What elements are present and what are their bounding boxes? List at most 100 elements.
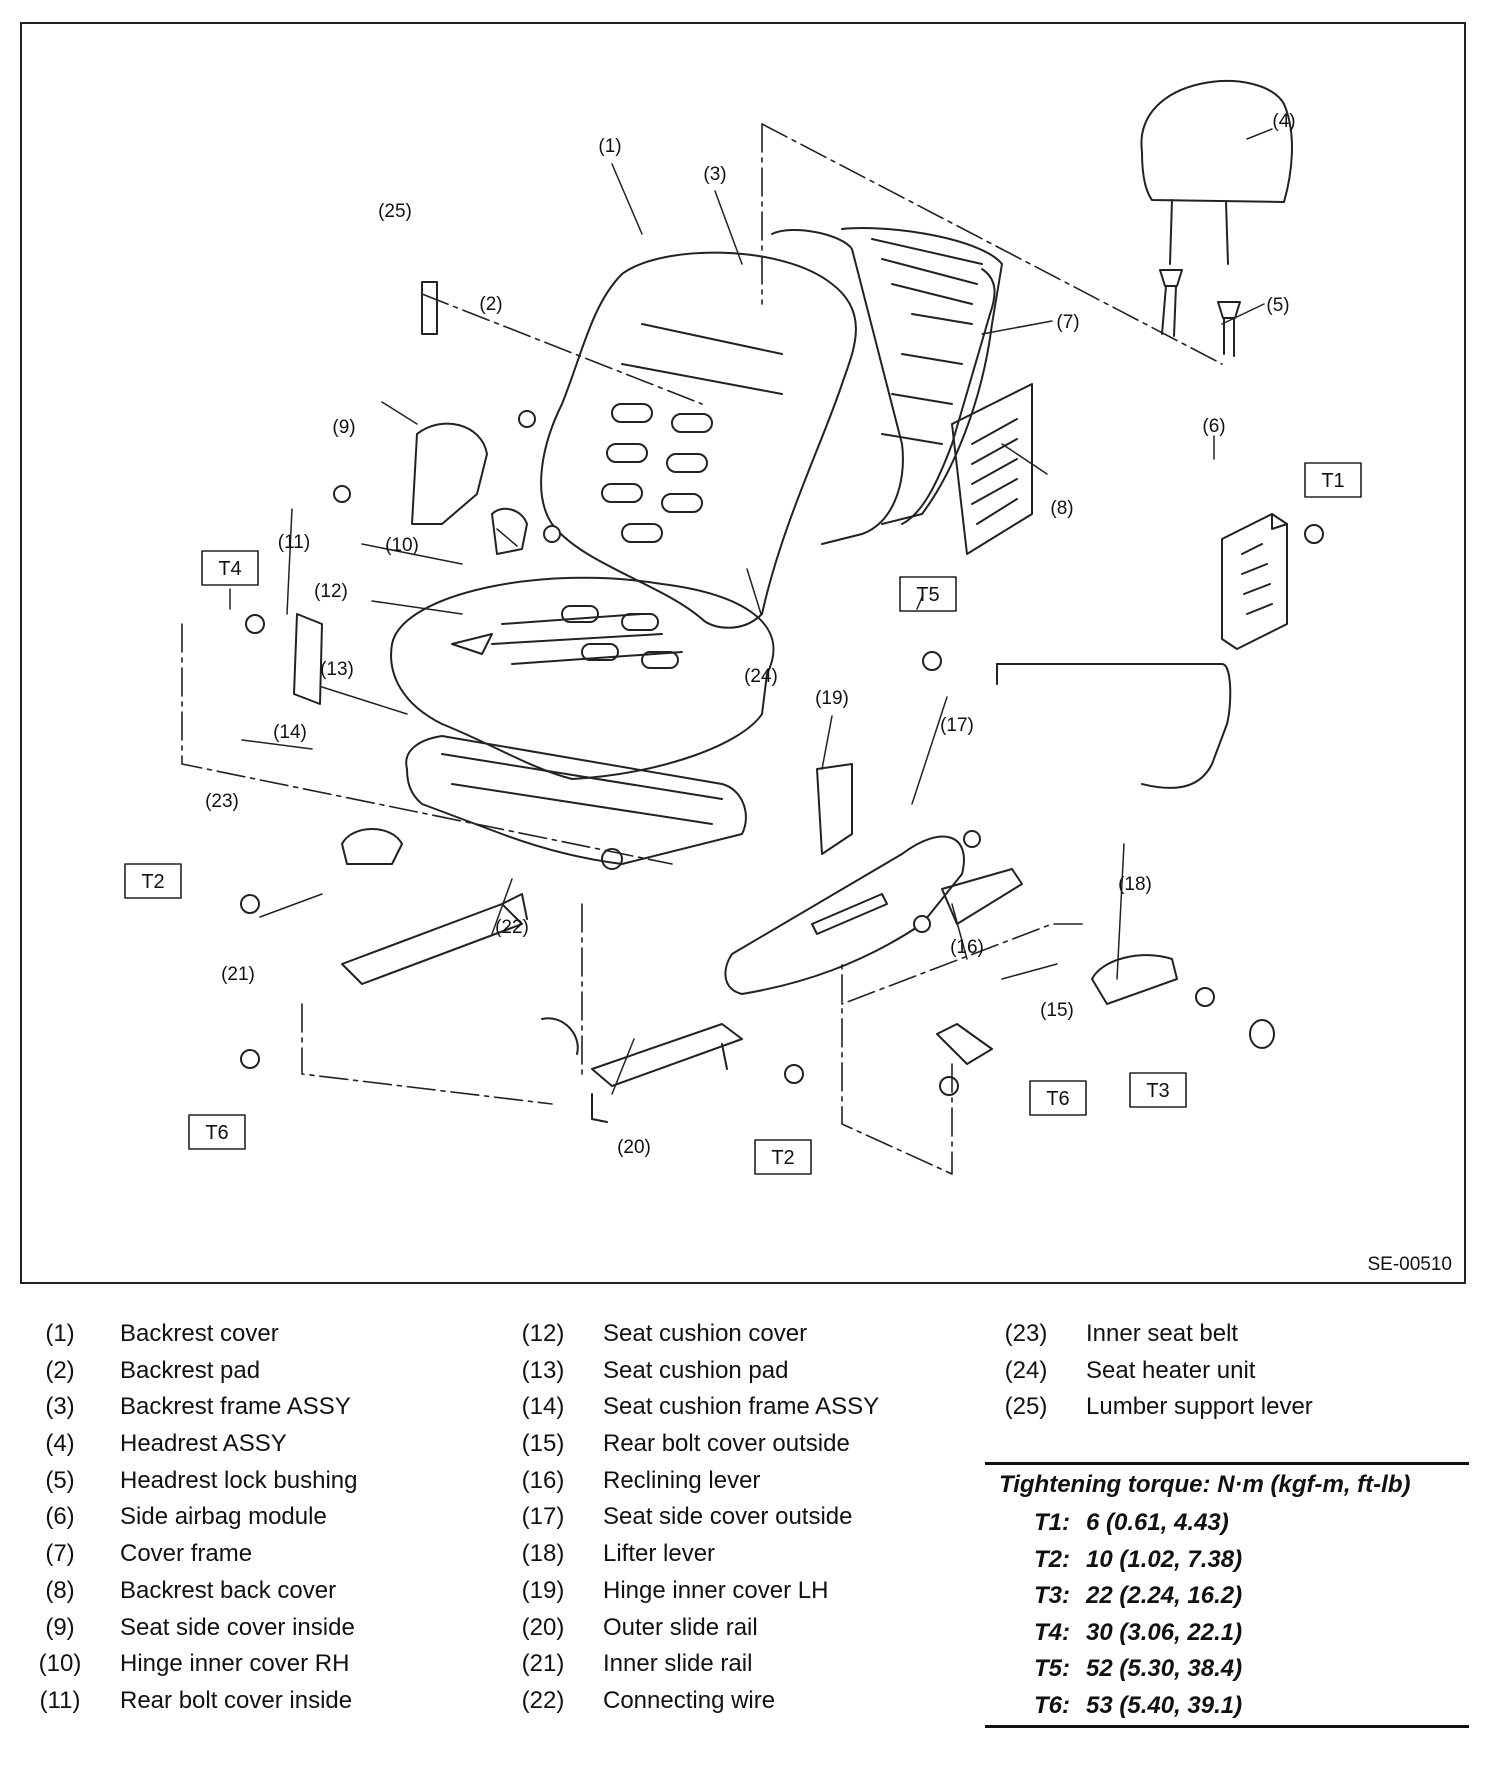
torque-code: T1: (1034, 1509, 1070, 1536)
seat-cushion-part (390, 576, 775, 780)
legend-number: (14) (521, 1393, 565, 1421)
torque-value: 6 (0.61, 4.43) (1086, 1509, 1229, 1536)
backrest-back-cover-part (951, 383, 1033, 555)
legend-item: (15)Rear bolt cover outside (507, 1426, 879, 1463)
slide-rails-part (341, 893, 743, 1123)
legend-label: Inner seat belt (1086, 1320, 1239, 1347)
torque-tag-t3: T3 (1146, 1080, 1169, 1102)
callout-22: (22) (495, 917, 529, 938)
callout-19: (19) (815, 688, 849, 709)
legend-number: (11) (39, 1686, 81, 1714)
legend-number: (6) (45, 1503, 75, 1531)
callout-2: (2) (479, 294, 502, 315)
torque-tag-boxes (124, 462, 1362, 1175)
legend-number: (25) (1004, 1393, 1048, 1421)
callout-13: (13) (320, 659, 354, 680)
callout-7: (7) (1056, 312, 1079, 333)
legend-label: Headrest lock bushing (120, 1466, 358, 1494)
legend-number: (17) (521, 1503, 565, 1531)
exploded-seat-diagram: (1) (2) (3) (4) (5) (6) (7) (8) (9) (10)… (124, 80, 1362, 1175)
legend-item: (18) Lifter lever (507, 1536, 879, 1573)
torque-tag-t6-left: T6 (205, 1122, 228, 1144)
legend-item: (22)Connecting wire (507, 1683, 879, 1720)
alignment-lines (181, 123, 1223, 1175)
legend-label: Seat side cover outside (603, 1503, 853, 1531)
torque-code: T6: (1034, 1691, 1070, 1719)
legend-item: (5) Headrest lock bushing (24, 1463, 357, 1500)
legend-item: (2)Backrest pad (24, 1353, 357, 1390)
torque-value: 30 (3.06, 22.1) (1086, 1618, 1243, 1646)
legend-label: Hinge inner cover RH (120, 1650, 350, 1678)
legend-item: (8) Backrest back cover (24, 1573, 357, 1610)
legend-number: (18) (521, 1540, 565, 1568)
legend-number: (13) (521, 1356, 565, 1384)
legend-number: (8) (45, 1576, 75, 1604)
legend-item: (14)Seat cushion frame ASSY (507, 1389, 880, 1426)
side-airbag-module-part (996, 513, 1288, 789)
torque-code: T2: (1034, 1545, 1070, 1573)
legend-label: Headrest ASSY (120, 1430, 287, 1458)
legend-label: Outer slide rail (603, 1613, 758, 1641)
torque-value: 10 (1.02, 7.38) (1086, 1545, 1243, 1573)
legend-number: (22) (521, 1686, 565, 1714)
legend-item: (13)Seat cushion pad (507, 1353, 879, 1390)
callout-6: (6) (1202, 416, 1225, 437)
torque-row: T6:53 (5.40, 39.1) (985, 1688, 1469, 1725)
backrest-cover-part (540, 251, 857, 629)
legend-label: Seat heater unit (1086, 1356, 1256, 1384)
legend-label: Backrest back cover (120, 1576, 337, 1604)
legend-number: (7) (45, 1540, 75, 1568)
legend-item: (20) Outer slide rail (507, 1610, 879, 1647)
legend-number: (21) (521, 1650, 565, 1678)
legend-item: (3)Backrest frame ASSY (24, 1389, 357, 1426)
legend-item: (9)Seat side cover inside (24, 1610, 357, 1647)
torque-value: 52 (5.30, 38.4) (1086, 1655, 1243, 1683)
legend-label: Rear bolt cover outside (603, 1430, 850, 1458)
callout-1: (1) (598, 136, 621, 157)
legend-label: Lifter lever (603, 1540, 716, 1568)
legend-label: Hinge inner cover LH (603, 1576, 829, 1604)
callout-18: (18) (1118, 874, 1152, 895)
legend-label: Rear bolt cover inside (120, 1686, 353, 1714)
legend-item: (11) Rear bolt cover inside (24, 1683, 357, 1720)
callout-17: (17) (940, 715, 974, 736)
legend-number: (20) (521, 1613, 565, 1641)
legend-item: (12) Seat cushion cover (507, 1316, 879, 1353)
parts-legend-column-3: (23)Inner seat belt (24) Seat heater unit… (990, 1316, 1313, 1426)
legend-number: (5) (45, 1466, 75, 1494)
torque-tag-t2-left: T2 (141, 871, 164, 893)
legend-item: (10)Hinge inner cover RH (24, 1646, 357, 1683)
torque-table-header: Tightening torque: N·m (kgf-m, ft-lb) (999, 1471, 1411, 1498)
legend-number: (24) (1004, 1356, 1048, 1384)
torque-code: T5: (1034, 1655, 1070, 1683)
backrest-frame-part (771, 227, 1003, 545)
callout-10: (10) (385, 535, 419, 556)
torque-row: T4:30 (3.06, 22.1) (985, 1615, 1469, 1652)
legend-label: Lumber support lever (1086, 1393, 1313, 1421)
legend-label: Side airbag module (120, 1503, 327, 1531)
legend-item: (16)Reclining lever (507, 1463, 879, 1500)
callout-25: (25) (378, 201, 412, 222)
legend-item: (23)Inner seat belt (990, 1316, 1313, 1353)
legend-item: (19)Hinge inner cover LH (507, 1573, 879, 1610)
callout-4: (4) (1272, 111, 1295, 132)
seat-side-cover-outside-part (724, 835, 965, 995)
legend-label: Seat side cover inside (120, 1613, 355, 1641)
legend-label: Backrest frame ASSY (120, 1393, 351, 1421)
legend-number: (12) (521, 1320, 565, 1347)
legend-label: Seat cushion cover (603, 1320, 808, 1347)
legend-item: (6) Side airbag module (24, 1499, 357, 1536)
torque-table: Tightening torque: N·m (kgf-m, ft-lb) T1… (985, 1462, 1469, 1728)
callout-23: (23) (205, 791, 239, 812)
callout-5: (5) (1266, 295, 1289, 316)
figure-id: SE-00510 (1367, 1254, 1452, 1275)
torque-row: T5: 52 (5.30, 38.4) (985, 1651, 1469, 1688)
legend-label: Inner slide rail (603, 1650, 753, 1678)
legend-item: (25) Lumber support lever (990, 1389, 1313, 1426)
callout-9: (9) (332, 417, 355, 438)
torque-row: T2: 10 (1.02, 7.38) (985, 1542, 1469, 1579)
callout-24: (24) (744, 666, 778, 687)
torque-tag-t6-right: T6 (1046, 1088, 1069, 1110)
callout-3: (3) (703, 164, 726, 185)
legend-label: Backrest pad (120, 1356, 261, 1384)
